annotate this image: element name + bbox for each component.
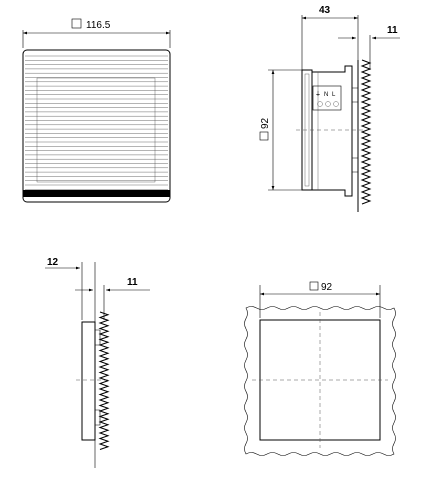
cutout-width-label: 92 — [321, 282, 333, 293]
panel-break-border — [244, 306, 396, 456]
outlet-depth-label: 12 — [47, 257, 59, 268]
outlet-body — [81, 321, 96, 441]
outlet-clip-top — [95, 329, 101, 346]
square-symbol-icon — [259, 131, 269, 141]
side-clip-top — [352, 87, 359, 103]
square-symbol-icon — [309, 281, 319, 291]
front-width-label: 116.5 — [86, 20, 111, 31]
front-view: 116.5 — [22, 18, 171, 203]
terminal-block — [312, 85, 342, 111]
cutout-square — [259, 319, 381, 441]
terminal-screw-icon — [333, 101, 339, 107]
front-inner-outline — [36, 77, 156, 183]
outlet-louvre-teeth — [98, 311, 110, 450]
side-louvre-teeth — [360, 59, 372, 205]
front-bottom-band — [23, 190, 170, 197]
outlet-side-view: 12 11 — [45, 257, 150, 468]
side-housing — [312, 65, 353, 197]
terminal-screw-icon — [325, 101, 331, 107]
terminal-neutral-label: N — [324, 92, 328, 98]
cutout-view: 92 — [244, 281, 396, 456]
side-view: 43 11 92 ⏚ N L — [259, 5, 400, 212]
front-body — [22, 49, 171, 203]
terminal-earth-label: ⏚ — [315, 91, 321, 98]
side-height-label: 92 — [260, 117, 271, 129]
outlet-offset-label: 11 — [127, 277, 138, 288]
terminal-line-label: L — [332, 92, 336, 98]
side-depth-label: 43 — [319, 5, 331, 16]
square-symbol-icon — [71, 18, 82, 29]
terminal-screw-icon — [317, 101, 323, 107]
outlet-clip-bottom — [95, 409, 101, 426]
louvre-lines — [25, 55, 168, 190]
side-clip-bottom — [352, 157, 359, 173]
side-offset-label: 11 — [387, 25, 398, 36]
